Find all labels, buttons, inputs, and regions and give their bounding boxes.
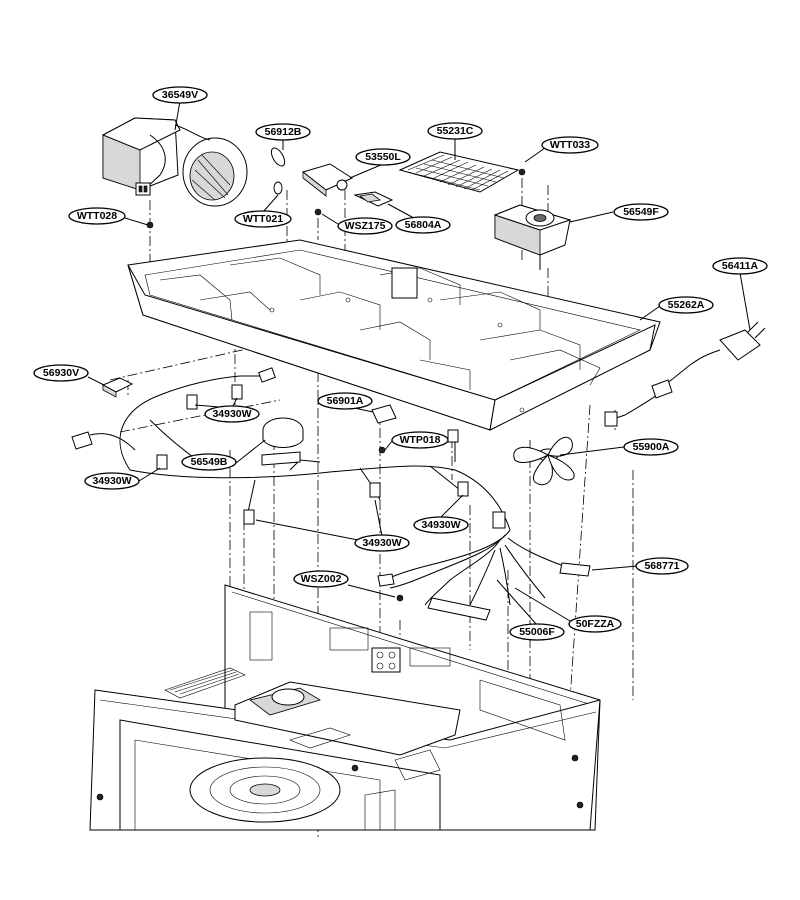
svg-text:56411A: 56411A <box>722 260 759 272</box>
svg-text:55262A: 55262A <box>668 299 705 311</box>
svg-text:56930V: 56930V <box>43 367 79 379</box>
svg-text:55231C: 55231C <box>437 125 474 137</box>
label-53550L: 53550L <box>355 148 411 166</box>
label-WTT033: WTT033 <box>541 136 599 154</box>
svg-text:WTT021: WTT021 <box>243 213 283 225</box>
label-WTT028: WTT028 <box>68 207 126 225</box>
svg-text:55006F: 55006F <box>519 626 555 638</box>
label-36549V: 36549V <box>152 86 208 104</box>
power-cord <box>604 321 766 427</box>
svg-text:WTT028: WTT028 <box>77 210 117 222</box>
small-parts <box>261 404 575 486</box>
svg-text:WTP018: WTP018 <box>400 434 441 446</box>
lamp-holder <box>146 147 526 229</box>
label-568771: 568771 <box>635 557 689 575</box>
svg-text:36549V: 36549V <box>162 89 198 101</box>
label-56411A: 56411A <box>712 257 768 275</box>
svg-text:WSZ002: WSZ002 <box>301 573 342 585</box>
label-55231C: 55231C <box>427 122 483 140</box>
label-55006F: 55006F <box>509 623 565 641</box>
label-34930W-d: 34930W <box>354 534 410 552</box>
thermostat <box>101 377 134 398</box>
svg-text:WSZ175: WSZ175 <box>345 220 386 232</box>
svg-text:34930W: 34930W <box>421 519 460 531</box>
vent-motor <box>493 204 572 270</box>
label-55900A: 55900A <box>623 438 679 456</box>
label-55262A: 55262A <box>658 296 714 314</box>
oven-cavity <box>89 584 601 831</box>
top-chassis <box>127 239 661 431</box>
label-WSZ175: WSZ175 <box>337 217 393 235</box>
label-WTP018: WTP018 <box>391 431 449 449</box>
label-56901A: 56901A <box>317 392 373 410</box>
label-56549B: 56549B <box>181 453 237 471</box>
svg-text:56549F: 56549F <box>623 206 659 218</box>
label-56804A: 56804A <box>395 216 451 234</box>
svg-text:50FZZA: 50FZZA <box>576 618 615 630</box>
label-WSZ002: WSZ002 <box>293 570 349 588</box>
svg-text:WTT033: WTT033 <box>550 139 590 151</box>
svg-text:568771: 568771 <box>644 560 679 572</box>
svg-text:55900A: 55900A <box>633 441 670 453</box>
wire-harness <box>71 367 591 621</box>
label-34930W-b: 34930W <box>84 472 140 490</box>
label-56912B: 56912B <box>255 123 311 141</box>
label-34930W-c: 34930W <box>413 516 469 534</box>
label-50FZZA: 50FZZA <box>568 615 622 633</box>
grease-filter <box>398 151 520 193</box>
svg-text:56901A: 56901A <box>327 395 364 407</box>
label-56549F: 56549F <box>613 203 669 221</box>
svg-text:34930W: 34930W <box>362 537 401 549</box>
svg-text:56912B: 56912B <box>265 126 302 138</box>
svg-text:53550L: 53550L <box>365 151 401 163</box>
label-WTT021: WTT021 <box>234 210 292 228</box>
blower-fan-assembly <box>101 117 248 207</box>
svg-text:34930W: 34930W <box>212 408 251 420</box>
svg-text:34930W: 34930W <box>92 475 131 487</box>
label-56930V: 56930V <box>33 364 89 382</box>
svg-text:56804A: 56804A <box>405 219 442 231</box>
svg-text:56549B: 56549B <box>191 456 228 468</box>
label-34930W-a: 34930W <box>204 405 260 423</box>
